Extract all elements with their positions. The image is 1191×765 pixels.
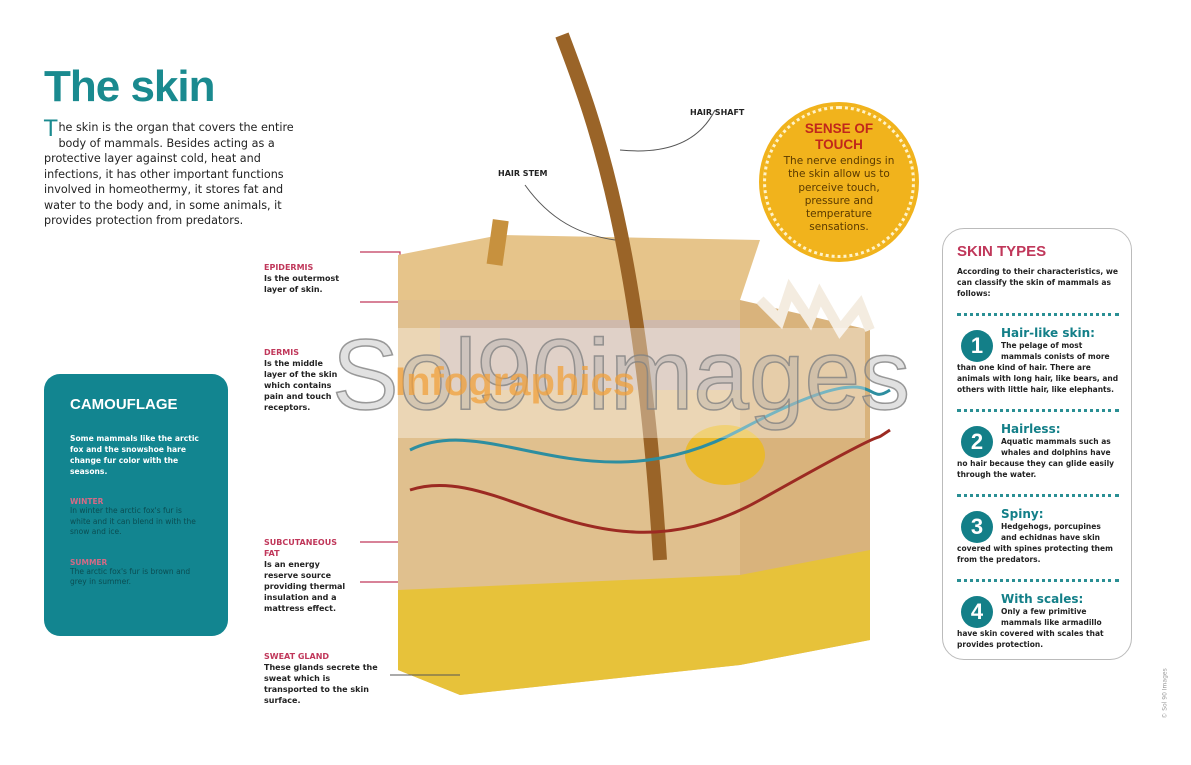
intro-body: he skin is the organ that covers the ent… bbox=[44, 121, 294, 227]
camouflage-panel: CAMOUFLAGE Some mammals like the arctic … bbox=[44, 374, 228, 636]
touch-text: The nerve endings in the skin allow us t… bbox=[783, 155, 895, 234]
camouflage-title: CAMOUFLAGE bbox=[70, 396, 178, 413]
label-line-shaft bbox=[619, 109, 716, 152]
sense-of-touch-badge: SENSE OF TOUCH The nerve endings in the … bbox=[759, 102, 919, 262]
camouflage-text: Some mammals like the arctic fox and the… bbox=[70, 434, 199, 476]
blood-vessels bbox=[409, 385, 891, 464]
watermark-logo: Sol90images bbox=[331, 318, 911, 432]
skin-diagram bbox=[360, 32, 891, 695]
drop-cap: T bbox=[44, 117, 58, 142]
skin-types-title: SKIN TYPES bbox=[957, 243, 1047, 260]
divider bbox=[957, 313, 1119, 316]
bracket-lines bbox=[360, 251, 401, 583]
hair-shaft bbox=[555, 32, 667, 561]
fur-tips bbox=[756, 278, 875, 339]
label-line-stem bbox=[524, 184, 616, 241]
summer-heading: SUMMER bbox=[70, 557, 108, 567]
dermis-layer bbox=[440, 320, 740, 390]
blood-vessels-red bbox=[409, 428, 891, 534]
credit: © Sol 90 Images bbox=[1161, 668, 1169, 719]
winter-text: In winter the arctic fox's fur is white … bbox=[70, 506, 196, 536]
skin-types-intro: According to their characteristics, we c… bbox=[957, 267, 1119, 298]
skin-types-panel: SKIN TYPES According to their characteri… bbox=[942, 228, 1132, 660]
epidermis-top bbox=[398, 235, 760, 300]
page-title: The skin bbox=[44, 62, 215, 111]
watermark-band bbox=[395, 328, 865, 438]
fat-layer bbox=[398, 550, 870, 695]
divider bbox=[957, 494, 1119, 497]
sweat-gland bbox=[685, 425, 765, 485]
divider bbox=[957, 409, 1119, 412]
summer-text: The arctic fox's fur is brown and grey i… bbox=[70, 566, 191, 587]
winter-heading: WINTER bbox=[70, 497, 104, 506]
label-hair-stem: HAIR STEM bbox=[498, 169, 548, 178]
divider bbox=[957, 579, 1119, 582]
touch-title: SENSE OF TOUCH bbox=[804, 121, 874, 152]
label-hair-shaft: HAIR SHAFT bbox=[690, 108, 745, 117]
cut-hair bbox=[486, 219, 509, 266]
watermark-overlay: Infographics bbox=[395, 360, 636, 404]
